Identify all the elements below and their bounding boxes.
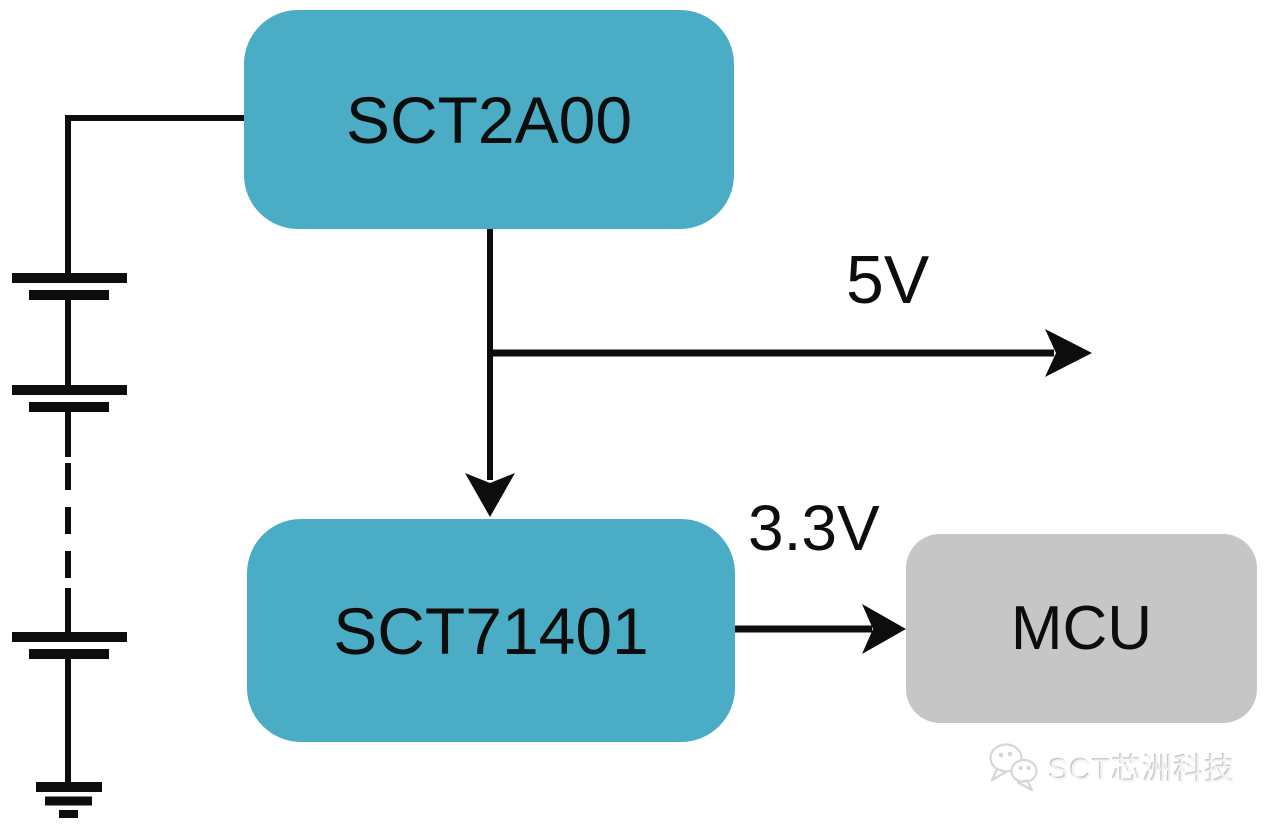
block-mcu-label: MCU bbox=[1010, 593, 1153, 663]
rail-5v-arrowhead bbox=[1045, 329, 1092, 377]
watermark-text: SCT芯洲科技 bbox=[1049, 754, 1236, 787]
block-sct2a00: SCT2A00 bbox=[244, 10, 734, 229]
block-mcu: MCU bbox=[906, 534, 1257, 723]
rail-label-3v3: 3.3V bbox=[748, 492, 880, 564]
sct71401-to-mcu-arrowhead bbox=[862, 604, 906, 654]
sct2a00-to-sct71401-arrowhead bbox=[465, 473, 515, 517]
block-sct71401-label: SCT71401 bbox=[333, 593, 649, 668]
block-sct2a00-label: SCT2A00 bbox=[345, 82, 633, 157]
wechat-icon bbox=[989, 743, 1038, 792]
block-sct71401: SCT71401 bbox=[247, 519, 735, 742]
rail-label-5v: 5V bbox=[846, 242, 930, 318]
watermark: SCT芯洲科技 bbox=[986, 740, 1236, 794]
